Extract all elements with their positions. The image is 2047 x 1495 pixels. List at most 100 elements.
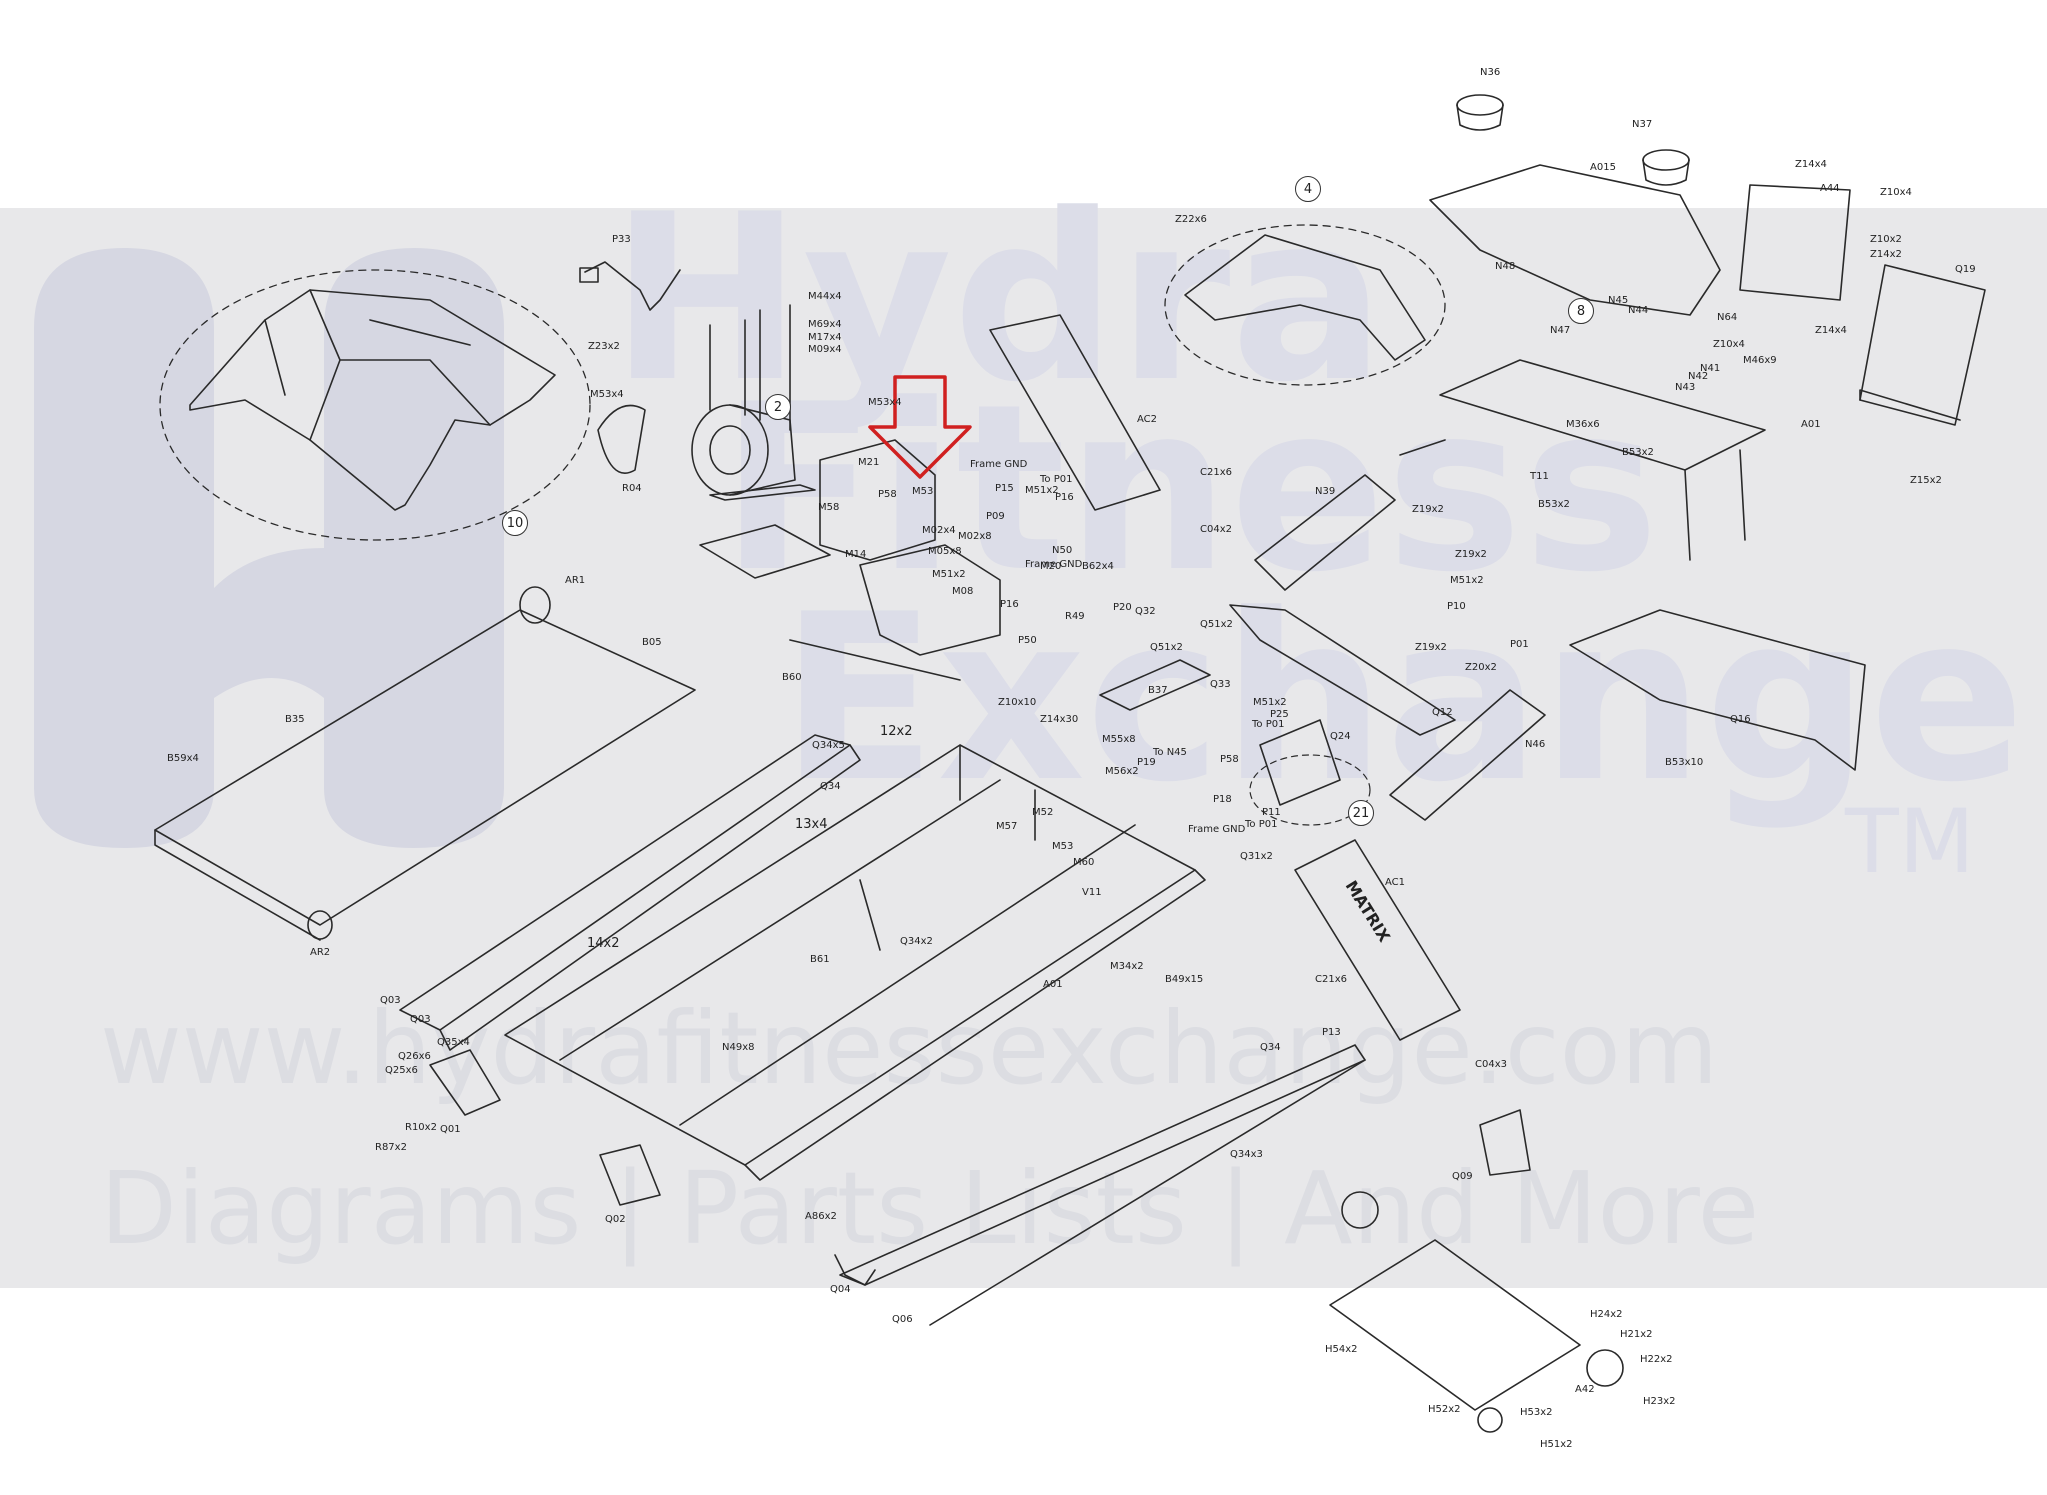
part-label: B61 [810,954,830,965]
part-label: B53x2 [1538,499,1570,510]
part-label: M58 [818,502,840,513]
part-label: A44 [1820,183,1840,194]
part-label: Z10x10 [998,697,1037,708]
part-label: Q33 [1210,679,1231,690]
part-label: P15 [995,483,1014,494]
right-upright [1294,839,1461,1041]
callout-2: 2 [765,394,791,420]
part-label: M52 [1032,807,1054,818]
cup-holder-n36 [1456,104,1504,131]
part-label: H24x2 [1590,1309,1623,1320]
right-side-rail [839,1044,1366,1286]
part-label: P11 [1262,807,1281,818]
motor-hood-assembly [159,269,591,541]
part-label: Q31x2 [1240,851,1273,862]
callout-21: 21 [1348,800,1374,826]
console-bracket [1739,184,1851,301]
part-label: AR2 [310,947,331,958]
part-label: B62x4 [1082,561,1114,572]
watermark-trademark: TM [1845,790,1975,893]
part-label: Z19x2 [1455,549,1487,560]
drive-belt [597,404,646,475]
bracket-b37 [1099,659,1211,711]
part-label: P19 [1137,757,1156,768]
part-label: M57 [996,821,1018,832]
part-label: Q01 [440,1124,461,1135]
watermark-word-fitness: Fitness [720,356,1660,623]
part-label: Q03 [410,1014,431,1025]
part-label: N43 [1675,382,1696,393]
part-label: H51x2 [1540,1439,1573,1450]
watermark-word-exchange: Exchange [780,566,2026,833]
console-frame [1439,359,1766,471]
part-label: Q25x6 [385,1065,418,1076]
part-label: Z20x2 [1465,662,1497,673]
part-label: M14 [845,549,867,560]
part-label: AC2 [1137,414,1158,425]
part-label: M46x9 [1743,355,1777,366]
part-label: P10 [1447,601,1466,612]
part-label: N37 [1632,119,1653,130]
part-label: P25 [1270,709,1289,720]
part-label: Q34x5 [812,740,845,751]
part-label: B53x10 [1665,757,1704,768]
part-label: A42 [1575,1384,1595,1395]
part-label: M51x2 [1025,485,1059,496]
part-label: M21 [858,457,880,468]
part-label: M17x4 [808,332,842,343]
controller-box [819,439,936,561]
part-label: M53 [1052,841,1074,852]
front-wheel-base [1329,1191,1624,1433]
part-label: P50 [1018,635,1037,646]
part-label: Q32 [1135,606,1156,617]
part-label: P09 [986,511,1005,522]
part-label: M02x4 [922,525,956,536]
part-label: M53 [912,486,934,497]
part-label: Q12 [1432,707,1453,718]
callout-4: 4 [1295,176,1321,202]
part-label: R10x2 [405,1122,437,1133]
inverter-box [859,544,1001,656]
running-belt [154,586,696,941]
part-label: M51x2 [1253,697,1287,708]
front-handlebar [1164,224,1446,386]
part-label: P13 [1322,1027,1341,1038]
rear-end-cap [429,1049,501,1116]
watermark-url: www.hydrafitnessexchange.com [100,990,1719,1107]
watermark-word-hydra: Hydra [610,166,1386,433]
part-label: Z19x2 [1412,504,1444,515]
part-label: M08 [952,586,974,597]
part-label: C21x6 [1200,467,1232,478]
part-label: N50 [1052,545,1073,556]
part-label: B59x4 [167,753,199,764]
part-label: M51x2 [932,569,966,580]
left-side-rail [399,734,851,1031]
part-label: M69x4 [808,319,842,330]
part-label: M02x8 [958,531,992,542]
part-label: H53x2 [1520,1407,1553,1418]
part-label: P16 [1055,492,1074,503]
part-label: M20 [1040,561,1062,572]
red-arrow-icon [868,375,972,479]
part-label: Q03 [380,995,401,1006]
part-label: C21x6 [1315,974,1347,985]
part-label: Z22x6 [1175,214,1207,225]
part-label: Q24 [1330,731,1351,742]
part-label: Q26x6 [398,1051,431,1062]
callout-10: 10 [502,510,528,536]
part-label: M53x4 [868,397,902,408]
part-label: To N45 [1153,747,1187,758]
motor-side-cover [1569,609,1866,771]
console-cover [1429,164,1721,316]
cup-holder-n37 [1642,159,1690,186]
part-label: A01 [1043,979,1063,990]
part-label: M36x6 [1566,419,1600,430]
part-label: Q16 [1730,714,1751,725]
part-label: B49x15 [1165,974,1204,985]
part-label: Q34x2 [900,936,933,947]
part-label: Q06 [892,1314,913,1325]
part-label: N46 [1525,739,1546,750]
part-label: Q34 [820,781,841,792]
